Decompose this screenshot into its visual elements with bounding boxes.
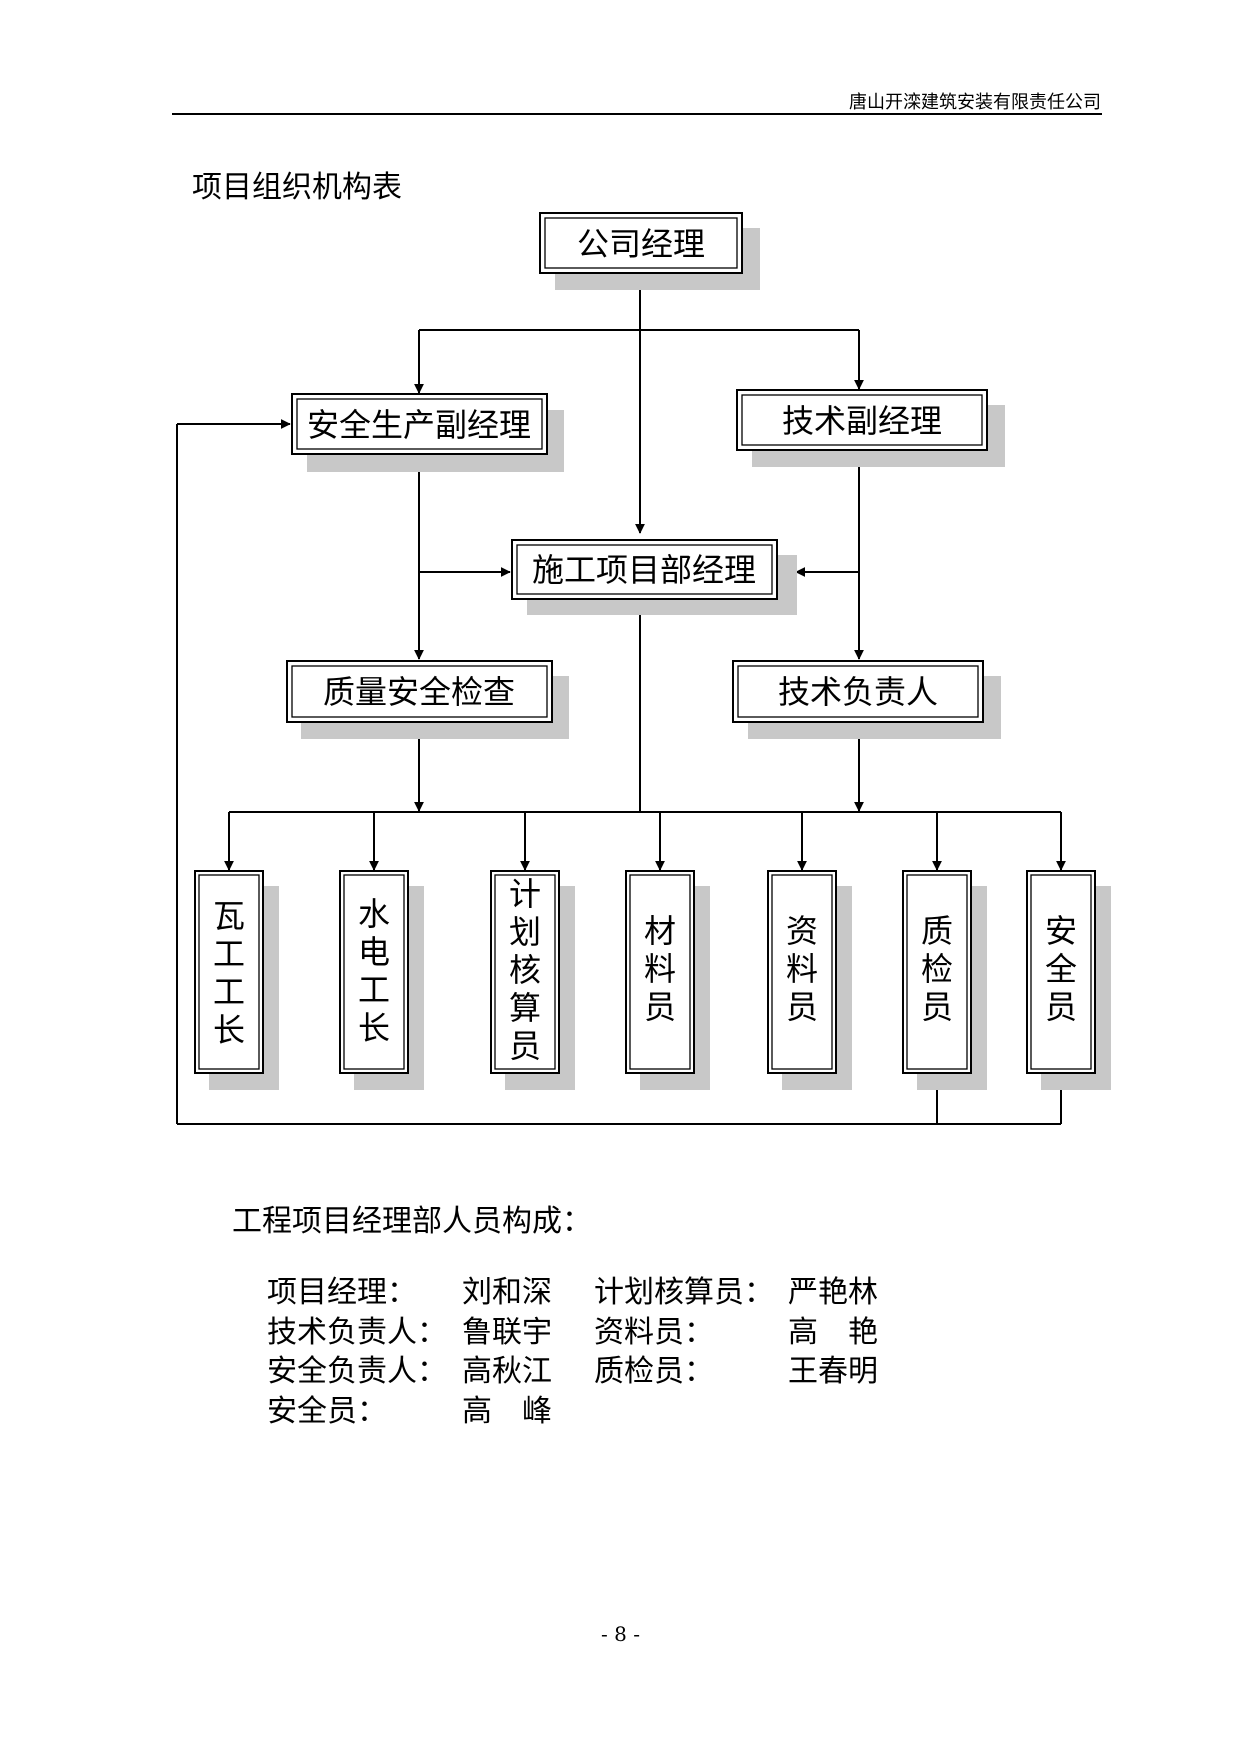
staff-label-materials-clerk-3: 员: [644, 988, 676, 1026]
staff-row-4-left-name: 高 峰: [462, 1394, 552, 1429]
staff-box-planning-accountant: 计 划 核 算 员: [490, 870, 575, 1090]
staff-box-materials-clerk: 材 料 员: [625, 870, 710, 1090]
header-rule: [172, 113, 1102, 115]
staff-label-documents-clerk-2: 料: [786, 950, 818, 988]
staff-label-plumbing-foreman-2: 电: [358, 933, 390, 971]
box-label-quality-check: 质量安全检查: [323, 673, 515, 711]
staff-label-planning-accountant-3: 核: [509, 951, 541, 989]
staff-row-3-left-label: 安全负责人：: [267, 1354, 447, 1389]
box-label-company-manager: 公司经理: [577, 225, 705, 263]
staff-label-documents-clerk-1: 资: [786, 912, 818, 950]
staff-row-3-right-label: 质检员：: [594, 1354, 714, 1389]
staff-row-1-left-name: 刘和深: [462, 1275, 552, 1310]
staff-box-documents-clerk: 资 料 员: [767, 870, 852, 1090]
staff-label-quality-inspector-1: 质: [921, 912, 953, 950]
box-safety-deputy: 安全生产副经理: [291, 393, 564, 472]
staff-box-quality-inspector: 质 检 员: [902, 870, 987, 1090]
box-label-project-manager: 施工项目部经理: [532, 551, 756, 589]
box-label-safety-deputy: 安全生产副经理: [307, 406, 531, 444]
staff-row-1-right-name: 严艳林: [788, 1275, 878, 1310]
staff-label-safety-officer-2: 全: [1045, 950, 1077, 988]
page-number: - 8 -: [601, 1622, 640, 1646]
staff-label-materials-clerk-1: 材: [644, 912, 676, 950]
staff-row-2-right-name: 高 艳: [788, 1315, 878, 1350]
staff-label-planning-accountant-5: 员: [509, 1027, 541, 1065]
staff-box-plumbing-foreman: 水 电 工 长: [339, 870, 424, 1090]
box-company-manager: 公司经理: [539, 212, 760, 290]
box-tech-lead: 技术负责人: [732, 660, 1001, 739]
box-tech-deputy: 技术副经理: [736, 389, 1005, 467]
staff-box-tile-foreman: 瓦 工 工 长: [194, 870, 279, 1090]
org-connectors: [176, 274, 1066, 1125]
org-chart-title: 项目组织机构表: [192, 170, 402, 205]
box-quality-check: 质量安全检查: [286, 660, 569, 739]
staff-row-2-left-name: 鲁联宇: [462, 1315, 552, 1350]
staff-label-safety-officer-1: 安: [1045, 912, 1077, 950]
staff-row-3-right-name: 王春明: [788, 1354, 878, 1389]
staff-label-tile-foreman-1: 瓦: [213, 897, 245, 935]
box-label-tech-lead: 技术负责人: [778, 673, 938, 711]
header-company-name: 唐山开滦建筑安装有限责任公司: [849, 92, 1101, 113]
staff-label-planning-accountant-2: 划: [509, 913, 541, 951]
staff-label-tile-foreman-3: 工: [213, 973, 245, 1011]
staff-row-1-right-label: 计划核算员：: [594, 1275, 774, 1310]
staff-label-materials-clerk-2: 料: [644, 950, 676, 988]
staff-row-2-right-label: 资料员：: [594, 1315, 714, 1350]
staff-label-tile-foreman-4: 长: [213, 1011, 245, 1049]
staff-label-planning-accountant-4: 算: [509, 989, 541, 1027]
staff-label-safety-officer-3: 员: [1045, 988, 1077, 1026]
staff-row-4-left-label: 安全员：: [267, 1394, 387, 1429]
staff-label-plumbing-foreman-3: 工: [358, 971, 390, 1009]
staff-row-1-left-label: 项目经理：: [267, 1275, 417, 1310]
staff-row-2-left-label: 技术负责人：: [267, 1315, 447, 1350]
box-project-manager: 施工项目部经理: [511, 539, 797, 615]
staff-box-safety-officer: 安 全 员: [1026, 870, 1111, 1090]
staff-label-quality-inspector-3: 员: [921, 988, 953, 1026]
staff-row-3-left-name: 高秋江: [462, 1354, 552, 1389]
box-label-tech-deputy: 技术副经理: [782, 402, 942, 440]
staff-section-heading: 工程项目经理部人员构成：: [232, 1204, 592, 1239]
staff-label-documents-clerk-3: 员: [786, 988, 818, 1026]
staff-label-plumbing-foreman-4: 长: [358, 1009, 390, 1047]
staff-label-planning-accountant-1: 计: [509, 875, 541, 913]
staff-label-tile-foreman-2: 工: [213, 935, 245, 973]
staff-label-quality-inspector-2: 检: [921, 950, 953, 988]
staff-label-plumbing-foreman-1: 水: [358, 895, 390, 933]
